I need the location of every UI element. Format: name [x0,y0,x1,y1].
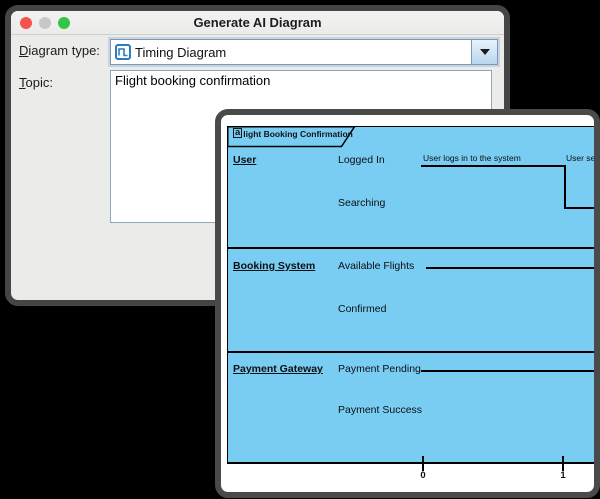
timing-diagram-preview-window: User Logged In Searching User logs in to… [215,109,600,498]
state-label: Payment Success [338,404,423,416]
timing-diagram-icon [115,44,131,60]
close-button[interactable] [20,17,32,29]
axis-tick-label-0: 0 [420,470,426,481]
diagram-type-badge-icon: a [233,127,243,138]
diagram-type-value: Timing Diagram [135,44,227,60]
timeline-booking-segment [426,267,594,269]
partition-divider [228,247,594,249]
frame-tab-text: light Booking Confirmation [243,129,353,139]
timing-diagram-canvas: User Logged In Searching User logs in to… [227,126,594,464]
frame-tab-shape[interactable] [227,126,357,148]
timeline-user-low-segment [564,207,594,209]
axis-tick-0 [422,456,424,471]
annotation-user-login: User logs in to the system [423,153,521,163]
axis-tick-1 [562,456,564,471]
state-label: Logged In [338,154,385,166]
partition-name-payment-gateway: Payment Gateway [233,363,323,375]
axis-tick-label-1: 1 [560,470,566,481]
state-label: Available Flights [338,260,415,272]
minimize-button[interactable] [39,17,51,29]
state-label: Searching [338,197,386,209]
partition-name-user: User [233,154,257,166]
timeline-user-high-segment [421,165,564,167]
diagram-type-combobox[interactable]: Timing Diagram [110,39,498,65]
annotation-user-search: User sear [566,153,594,163]
state-label: Confirmed [338,303,387,315]
zoom-button[interactable] [58,17,70,29]
state-label: Payment Pending [338,363,421,375]
dialog-title: Generate AI Diagram [193,15,322,30]
chevron-down-icon [479,49,490,55]
timeline-payment-segment [421,370,594,372]
topic-label: Topic: [19,75,53,90]
diagram-type-label: Diagram type: [19,43,100,58]
partition-divider [228,351,594,353]
dialog-titlebar[interactable]: Generate AI Diagram [11,11,504,35]
combobox-dropdown-button[interactable] [471,40,497,64]
timeline-user-transition [564,165,566,208]
partition-name-booking-system: Booking System [233,260,316,272]
